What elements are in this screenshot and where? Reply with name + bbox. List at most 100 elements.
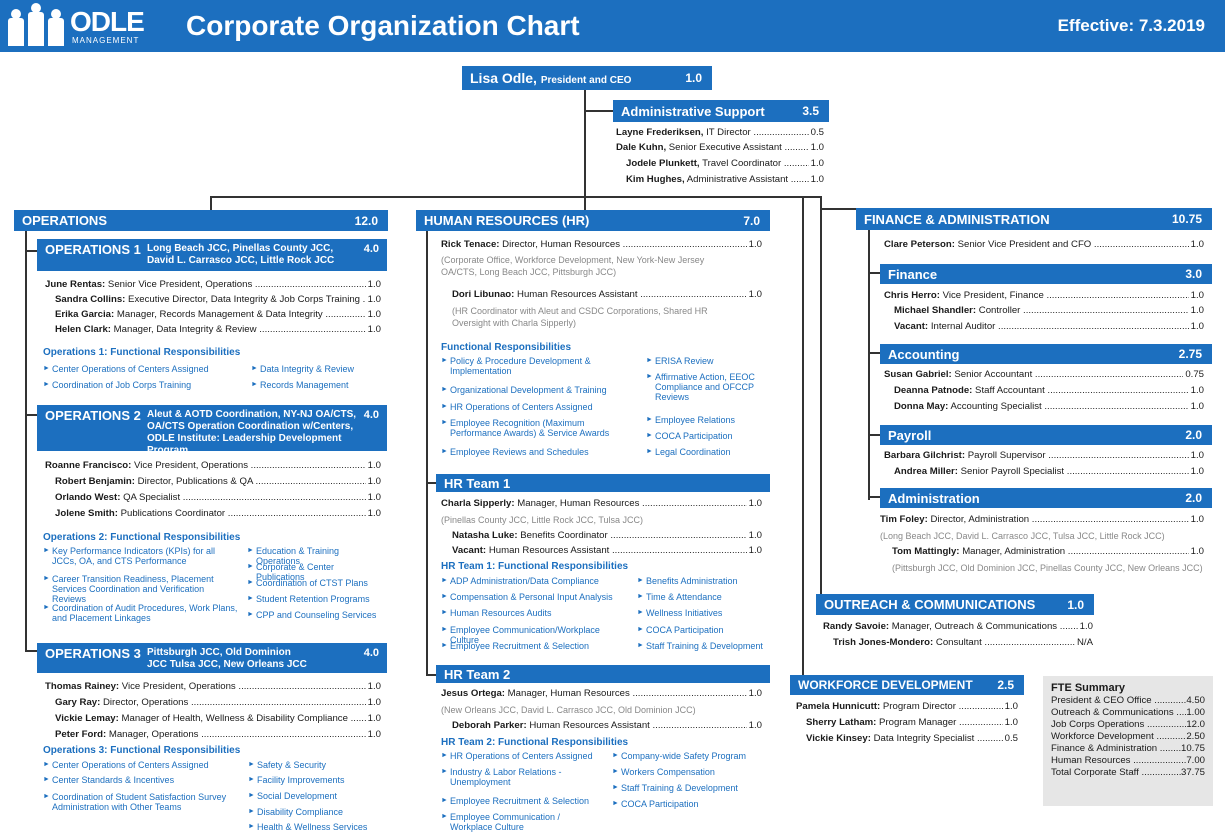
hr-team1-resp-title: HR Team 1: Functional Responsibilities <box>441 561 629 572</box>
resp-item: Industry & Labor Relations - Unemploymen… <box>441 767 601 787</box>
operations-label: OPERATIONS <box>22 213 107 228</box>
resp-item: Workers Compensation <box>612 767 762 777</box>
connector <box>868 496 880 498</box>
connector <box>25 650 37 652</box>
summary-row: Total Corporate Staff37.75 <box>1051 767 1205 779</box>
hr-label: HUMAN RESOURCES (HR) <box>424 213 590 228</box>
location-note: (Pinellas County JCC, Little Rock JCC, T… <box>441 515 644 525</box>
admin-support-box: Administrative Support 3.5 <box>613 100 829 122</box>
connector <box>802 196 804 676</box>
person-row: Jolene Smith: Publications Coordinator1.… <box>55 508 381 519</box>
resp-item: Staff Training & Development <box>637 641 767 651</box>
person-row: Layne Frederiksen, IT Director0.5 <box>616 127 824 138</box>
resp-item: Legal Coordination <box>646 447 766 457</box>
resp-item: Company-wide Safety Program <box>612 751 762 761</box>
resp-item: Health & Wellness Services <box>248 822 378 832</box>
resp-item: Coordination of Job Corps Training <box>43 380 233 390</box>
administration-fte: 2.0 <box>1185 491 1202 505</box>
resp-item: Wellness Initiatives <box>637 608 767 618</box>
resp-item: Education & Training Operations <box>247 546 385 566</box>
fte-summary: FTE Summary President & CEO Office4.50 O… <box>1043 676 1213 806</box>
workforce-label: WORKFORCE DEVELOPMENT <box>798 678 973 692</box>
resp-item: Time & Attendance <box>637 592 767 602</box>
resp-item: CPP and Counseling Services <box>247 610 385 620</box>
connector <box>868 352 880 354</box>
ops3-box: OPERATIONS 3 Pittsburgh JCC, Old Dominio… <box>37 643 387 673</box>
person-row: Trish Jones-Mondero: ConsultantN/A <box>833 637 1093 648</box>
resp-item: Employee Communication/Workplace Culture <box>441 625 631 645</box>
location-note: (HR Coordinator with Aleut and CSDC Corp… <box>452 306 708 328</box>
ceo-name: Lisa Odle, <box>470 70 537 86</box>
person-row: Deborah Parker: Human Resources Assistan… <box>452 720 762 731</box>
person-row: Vacant: Internal Auditor1.0 <box>894 321 1204 332</box>
person-row: Michael Shandler: Controller1.0 <box>894 305 1204 316</box>
resp-item: COCA Participation <box>637 625 767 635</box>
hr-team2-resp-title: HR Team 2: Functional Responsibilities <box>441 737 629 748</box>
person-row: Helen Clark: Manager, Data Integrity & R… <box>55 324 381 335</box>
operations-fte: 12.0 <box>354 213 378 228</box>
summary-row: Finance & Administration10.75 <box>1051 743 1205 755</box>
resp-item: Organizational Development & Training <box>441 385 621 395</box>
resp-item: COCA Participation <box>646 431 766 441</box>
logo-name: ODLE <box>70 6 145 37</box>
resp-item: Facility Improvements <box>248 775 378 785</box>
ops1-box: OPERATIONS 1 Long Beach JCC, Pinellas Co… <box>37 239 387 271</box>
accounting-box: Accounting 2.75 <box>880 344 1212 364</box>
connector <box>426 674 436 676</box>
person-row: Jesus Ortega: Manager, Human Resources1.… <box>441 688 762 699</box>
workforce-box: WORKFORCE DEVELOPMENT 2.5 <box>790 675 1024 695</box>
people-icon <box>8 3 68 46</box>
resp-item: Employee Recruitment & Selection <box>441 641 631 651</box>
resp-item: COCA Participation <box>612 799 762 809</box>
connector <box>868 230 870 500</box>
person-row: Charla Sipperly: Manager, Human Resource… <box>441 498 762 509</box>
person-row: Pamela Hunnicutt: Program Director1.0 <box>796 701 1018 712</box>
location-note: (Corporate Office, Workforce Development… <box>441 255 705 277</box>
summary-row: Workforce Development2.50 <box>1051 731 1205 743</box>
person-row: Deanna Patnode: Staff Accountant1.0 <box>894 385 1204 396</box>
resp-item: Corporate & Center Publications <box>247 562 385 582</box>
person-row: June Rentas: Senior Vice President, Oper… <box>45 279 381 290</box>
resp-item: Key Performance Indicators (KPIs) for al… <box>43 546 239 566</box>
finance-admin-label: FINANCE & ADMINISTRATION <box>864 211 1050 227</box>
resp-item: HR Operations of Centers Assigned <box>441 402 621 412</box>
connector <box>210 196 212 210</box>
summary-row: Job Corps Operations12.0 <box>1051 719 1205 731</box>
payroll-label: Payroll <box>888 427 932 443</box>
person-row: Susan Gabriel: Senior Accountant0.75 <box>884 369 1204 380</box>
outreach-label: OUTREACH & COMMUNICATIONS <box>824 597 1036 612</box>
admin-support-fte: 3.5 <box>802 104 819 118</box>
ceo-box: Lisa Odle, President and CEO 1.0 <box>462 66 712 90</box>
resp-item: Center Operations of Centers Assigned <box>43 760 233 770</box>
person-row: Barbara Gilchrist: Payroll Supervisor1.0 <box>884 450 1204 461</box>
fte-summary-title: FTE Summary <box>1051 682 1125 694</box>
ops2-resp-title: Operations 2: Functional Responsibilitie… <box>43 532 241 543</box>
resp-item: Student Retention Programs <box>247 594 385 604</box>
hr-resp-title: Functional Responsibilities <box>441 342 572 353</box>
person-row: Robert Benjamin: Director, Publications … <box>55 476 381 487</box>
person-row: Roanne Francisco: Vice President, Operat… <box>45 460 381 471</box>
person-row: Rick Tenace: Director, Human Resources1.… <box>441 239 762 250</box>
connector <box>25 414 37 416</box>
person-row: Vacant: Human Resources Assistant1.0 <box>452 545 762 556</box>
person-row: Donna May: Accounting Specialist1.0 <box>894 401 1204 412</box>
connector <box>25 230 27 650</box>
person-row: Thomas Rainey: Vice President, Operation… <box>45 681 381 692</box>
finance-admin-box: FINANCE & ADMINISTRATION 10.75 <box>856 208 1212 230</box>
resp-item: Benefits Administration <box>637 576 767 586</box>
connector <box>426 482 436 484</box>
logo-subtitle: MANAGEMENT <box>72 36 140 45</box>
hr-team1-label: HR Team 1 <box>444 475 511 491</box>
connector <box>210 196 822 198</box>
resp-item: Coordination of Student Satisfaction Sur… <box>43 792 233 812</box>
administration-label: Administration <box>888 490 980 506</box>
outreach-box: OUTREACH & COMMUNICATIONS 1.0 <box>816 594 1094 615</box>
person-row: Vickie Kinsey: Data Integrity Specialist… <box>806 733 1018 744</box>
ops3-resp-title: Operations 3: Functional Responsibilitie… <box>43 745 241 756</box>
resp-item: Compensation & Personal Input Analysis <box>441 592 631 602</box>
resp-item: ERISA Review <box>646 356 766 366</box>
finance-admin-fte: 10.75 <box>1171 212 1202 226</box>
ceo-title: President and CEO <box>540 75 632 86</box>
resp-item: Safety & Security <box>248 760 378 770</box>
